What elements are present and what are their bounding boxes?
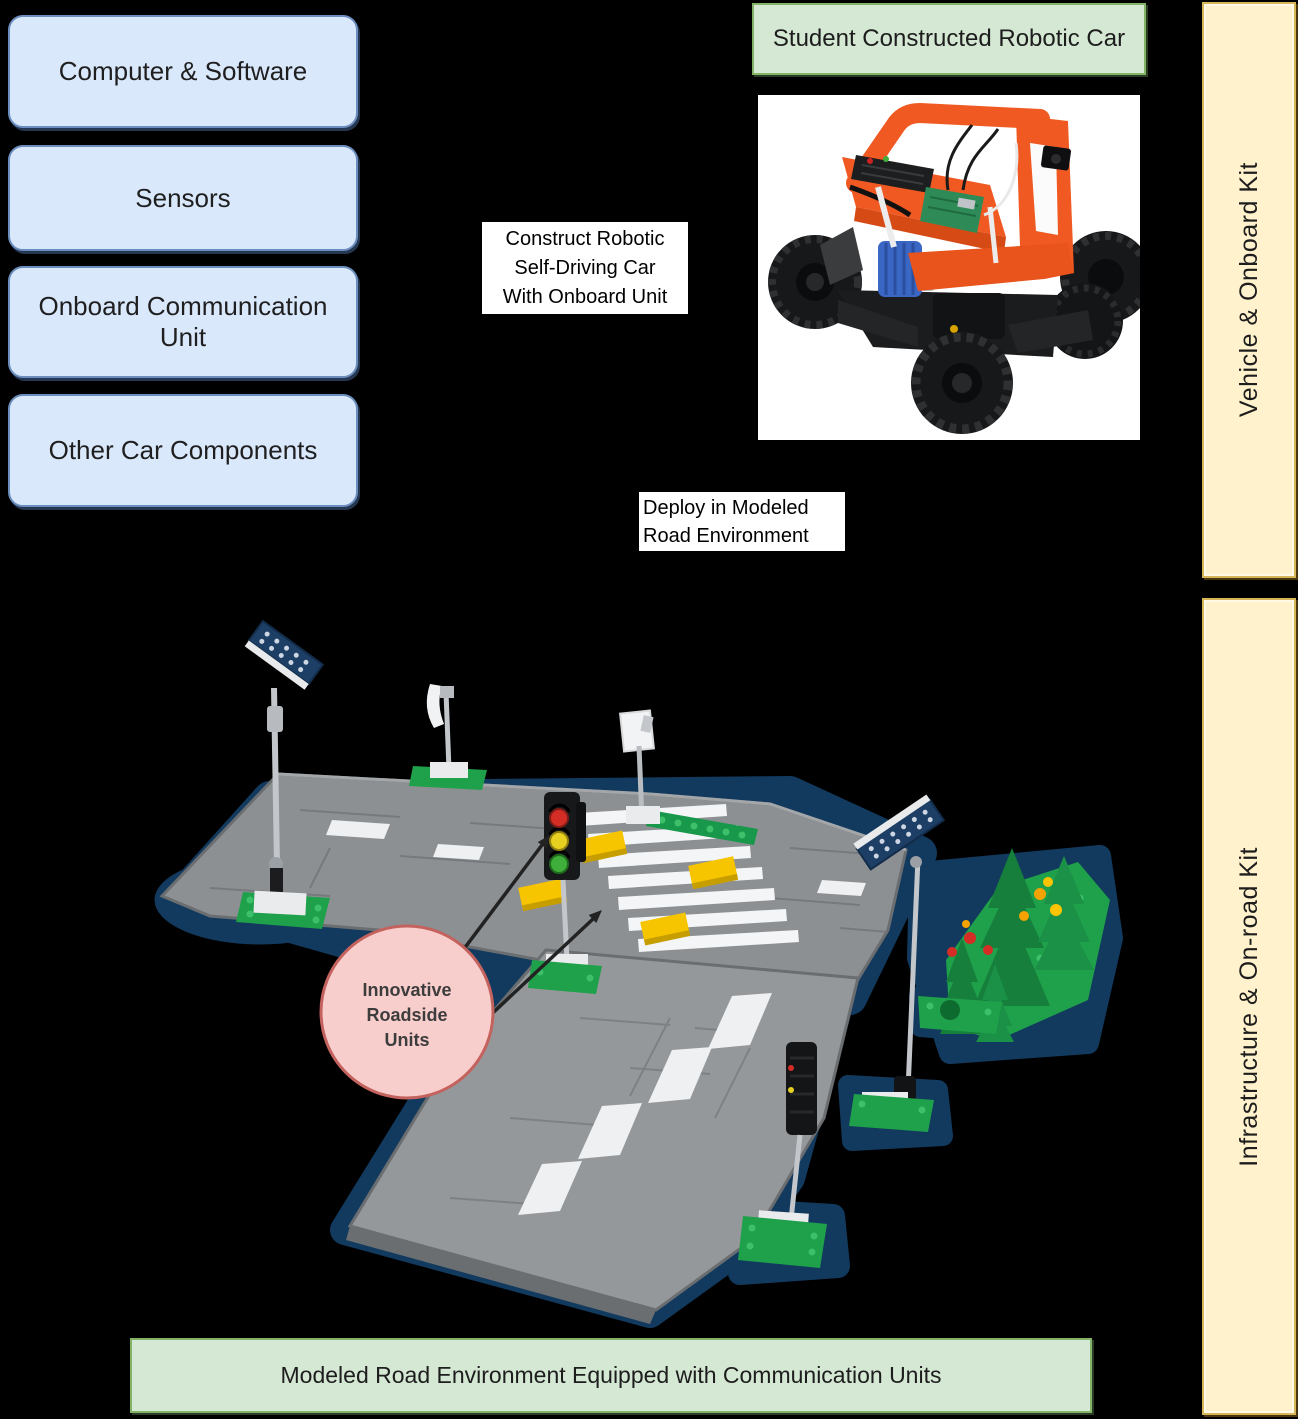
green-base-upper-right <box>918 996 1002 1034</box>
road-upper-section <box>159 772 908 988</box>
car-caption-box: Student Constructed Robotic Car <box>752 3 1146 75</box>
component-box-other-car-components: Other Car Components <box>8 394 358 507</box>
component-box-computer-software: Computer & Software <box>8 15 358 128</box>
callout-line-1: Innovative <box>362 980 451 1000</box>
deploy-line-1: Deploy in Modeled <box>643 496 809 519</box>
car-front-wheel <box>911 332 1013 434</box>
vehicle-onboard-kit-bar: Vehicle & Onboard Kit <box>1202 2 1296 578</box>
green-stud-strip <box>646 810 758 845</box>
callout-line-3: Units <box>385 1030 430 1050</box>
road-environment-photo: Innovative Roadside Units <box>150 598 1140 1335</box>
traffic-light-front <box>528 792 602 994</box>
bottom-banner: Modeled Road Environment Equipped with C… <box>130 1338 1092 1413</box>
roadside-units-callout: Innovative Roadside Units <box>319 924 495 1100</box>
car-chassis <box>820 227 1093 357</box>
pine-tree <box>1034 856 1094 970</box>
deploy-line-2: Road Environment <box>643 524 809 547</box>
component-box-onboard-communication-unit: Onboard Communication Unit <box>8 266 358 378</box>
car-wires <box>849 124 1019 264</box>
construct-line-1: Construct Robotic <box>505 227 665 250</box>
infrastructure-onroad-kit-label: Infrastructure & On-road Kit <box>1234 846 1263 1167</box>
component-box-label: Other Car Components <box>48 435 318 465</box>
component-box-label: Onboard Communication Unit <box>38 291 328 352</box>
vegetation-area <box>940 848 1110 1042</box>
sign-pole-left <box>409 684 487 790</box>
car-caption-label: Student Constructed Robotic Car <box>772 25 1126 52</box>
component-box-label: Sensors <box>135 182 231 213</box>
sign-pole-crosswalk <box>618 709 660 824</box>
bottom-banner-label: Modeled Road Environment Equipped with C… <box>280 1362 942 1388</box>
car-electronics-boards <box>851 145 1072 233</box>
flowers <box>947 877 1062 957</box>
callout-line-2: Roadside <box>366 1005 447 1025</box>
yellow-ramps <box>518 830 739 946</box>
construct-step-label: Construct Robotic Self-Driving Car With … <box>482 222 688 314</box>
component-box-label: Computer & Software <box>58 56 308 86</box>
robotic-car-photo <box>758 95 1152 440</box>
street-lamp-right <box>849 794 946 1132</box>
street-lamp-left <box>236 619 330 929</box>
robotic-car-illustration <box>768 103 1152 434</box>
deploy-step-label: Deploy in Modeled Road Environment <box>639 492 845 551</box>
lane-markings-lower <box>518 993 772 1215</box>
component-box-sensors: Sensors <box>8 145 358 251</box>
road-environment-illustration: Innovative Roadside Units <box>154 619 1123 1328</box>
construct-line-2: Self-Driving Car <box>514 256 656 279</box>
vehicle-onboard-kit-label: Vehicle & Onboard Kit <box>1234 162 1263 418</box>
traffic-light-back <box>738 1042 827 1268</box>
lane-markings-upper <box>326 820 866 896</box>
infrastructure-onroad-kit-bar: Infrastructure & On-road Kit <box>1202 598 1296 1415</box>
construct-line-3: With Onboard Unit <box>502 285 668 308</box>
